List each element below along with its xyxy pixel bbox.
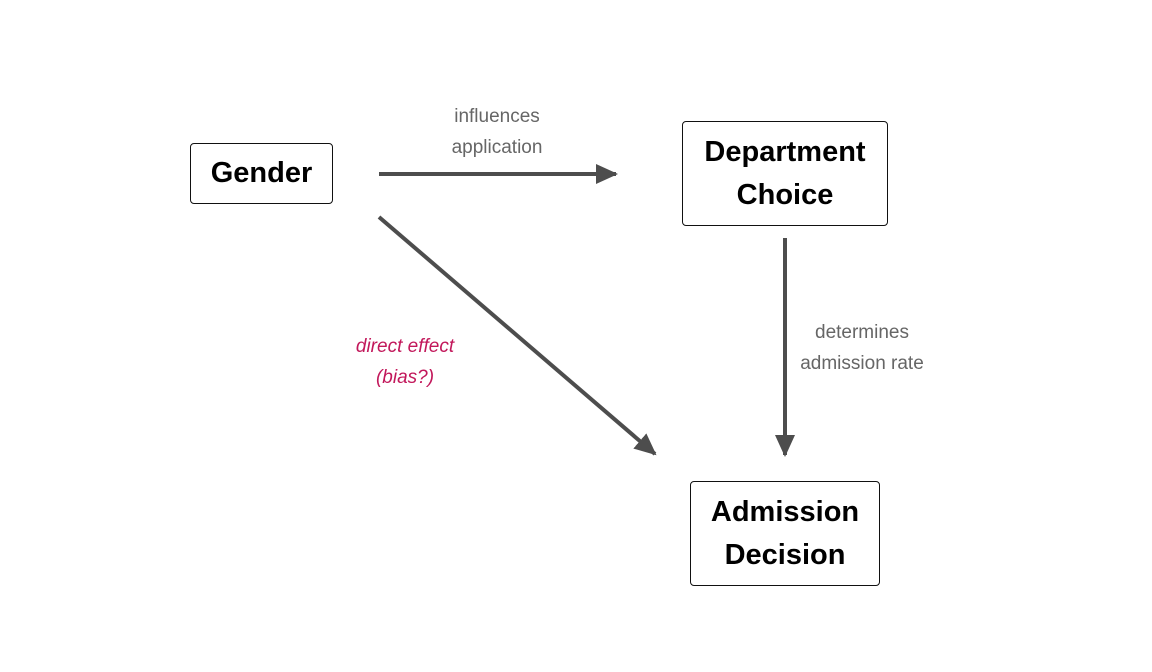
edge-label-direct-effect: direct effect (bias?): [330, 331, 480, 393]
edge-label-influences: influences application: [422, 101, 572, 163]
edge-label-influences-line1: influences: [454, 106, 540, 127]
node-department-choice: Department Choice: [682, 121, 888, 226]
edge-label-determines-line1: determines: [815, 322, 909, 343]
node-admission-label-line1: Admission: [710, 495, 860, 528]
arrow-gender-to-admission: [377, 215, 657, 456]
node-gender-label: Gender: [210, 157, 313, 189]
node-department-label-line1: Department: [704, 135, 866, 168]
edge-label-determines-line2: admission rate: [800, 353, 924, 374]
node-admission-decision: Admission Decision: [690, 481, 880, 586]
node-department-label-line2: Choice: [736, 178, 834, 211]
edge-label-direct-effect-line1: direct effect: [355, 336, 455, 357]
node-gender: Gender: [190, 143, 333, 204]
edge-label-determines: determines admission rate: [782, 317, 942, 379]
edge-label-influences-line2: application: [451, 137, 543, 158]
node-admission-label-line2: Decision: [724, 538, 846, 571]
edge-label-direct-effect-line2: (bias?): [375, 367, 435, 388]
